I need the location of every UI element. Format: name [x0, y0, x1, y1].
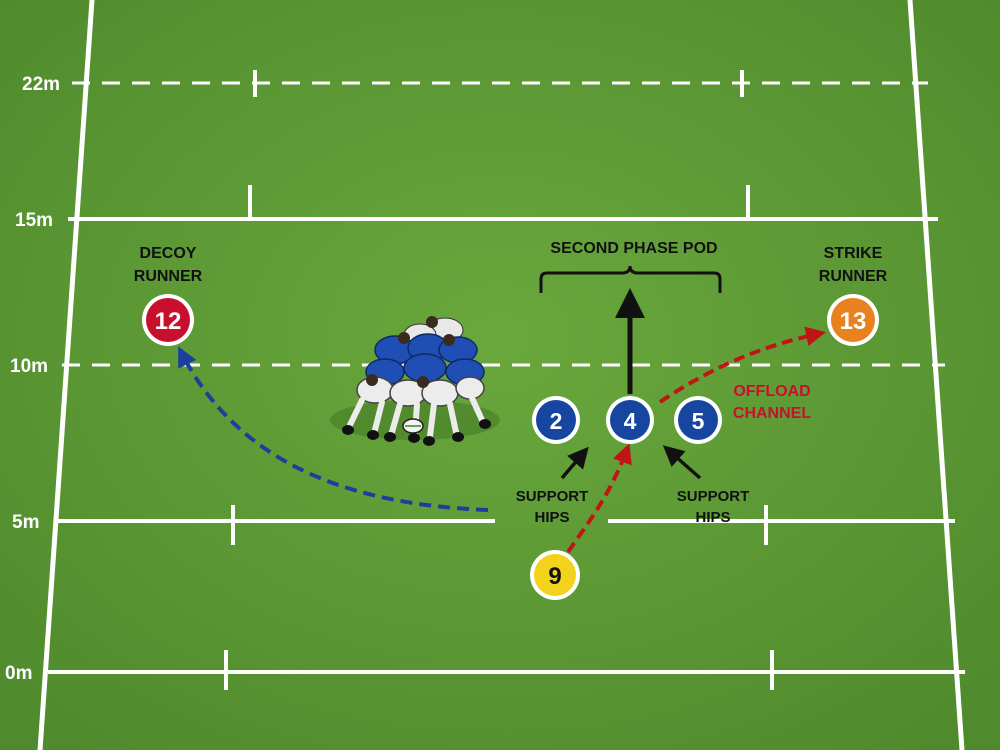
support-left-label-line2: HIPS [534, 509, 569, 526]
player-token-2: 2 [532, 396, 580, 444]
offload-route-line [658, 326, 826, 404]
player-token-13: 13 [827, 294, 879, 346]
player-token-5: 5 [674, 396, 722, 444]
support-left-label-line1: SUPPORT [516, 488, 589, 505]
player-13-number: 13 [840, 308, 867, 335]
second-phase-pod-label: SECOND PHASE POD [550, 240, 717, 257]
player-12-disc [146, 298, 190, 342]
pass-route-line [566, 443, 632, 554]
distance-label-0m: 0m [5, 663, 32, 684]
player-2-number: 2 [550, 408, 563, 434]
player-9-number: 9 [548, 563, 561, 590]
distance-label-5m: 5m [12, 512, 39, 533]
distance-label-10m: 10m [10, 356, 48, 377]
pod-bracket [539, 265, 722, 293]
support-right-label-line2: HIPS [695, 509, 730, 526]
distance-label-15m: 15m [15, 210, 53, 231]
player-4-number: 4 [624, 408, 637, 434]
pitch-ticks [224, 70, 774, 690]
player-12-number: 12 [155, 308, 182, 335]
support-left-arrow [560, 446, 589, 480]
support-right-label-line1: SUPPORT [677, 488, 750, 505]
player-9-disc [534, 554, 576, 596]
decoy-runner-label-line2: RUNNER [134, 268, 203, 285]
decoy-route-line [178, 346, 489, 512]
player-token-9: 9 [530, 550, 580, 600]
player-5-disc [678, 400, 718, 440]
player-13-disc [831, 298, 875, 342]
right-touchline [907, 0, 965, 750]
player-token-4: 4 [606, 396, 654, 444]
strike-runner-label-line1: STRIKE [824, 245, 883, 262]
left-touchline [37, 0, 95, 750]
scrum-group [330, 316, 500, 446]
distance-label-22m: 22m [22, 74, 60, 95]
player-2-disc [536, 400, 576, 440]
offload-channel-label-line2: CHANNEL [733, 405, 811, 422]
strike-runner-label-line2: RUNNER [819, 268, 888, 285]
player-token-12: 12 [142, 294, 194, 346]
decoy-runner-label-line1: DECOY [140, 245, 197, 262]
player-4-disc [610, 400, 650, 440]
player-5-number: 5 [692, 408, 705, 434]
offload-channel-label-line1: OFFLOAD [733, 383, 810, 400]
support-right-arrow [662, 445, 702, 480]
